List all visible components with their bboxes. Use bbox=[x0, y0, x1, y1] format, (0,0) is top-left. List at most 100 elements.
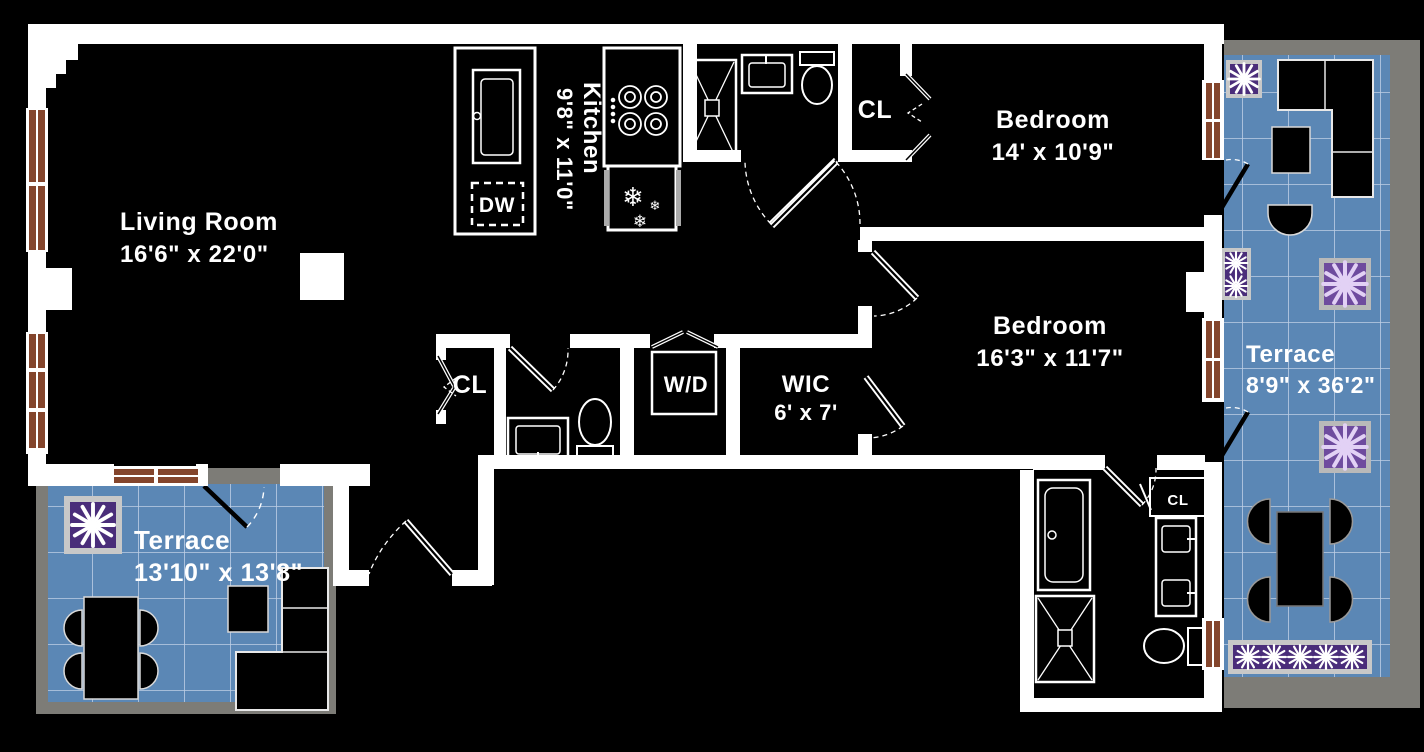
kitchen-label-group: Kitchen 9'8" x 11'0" bbox=[552, 82, 605, 211]
closet-bifold-door bbox=[904, 72, 932, 162]
round-chair bbox=[1267, 204, 1313, 236]
wall bbox=[1204, 215, 1222, 320]
bathroom-sink bbox=[740, 53, 794, 95]
wall bbox=[436, 348, 446, 360]
wall bbox=[1020, 698, 1210, 712]
terrace-right-label: Terrace bbox=[1246, 341, 1335, 368]
living-room-label: Living Room bbox=[120, 208, 278, 236]
wall-corner-steps bbox=[46, 44, 78, 88]
wall bbox=[726, 348, 740, 455]
chair bbox=[139, 609, 159, 647]
wic-dims: 6' x 7' bbox=[774, 400, 838, 425]
wall bbox=[493, 455, 1033, 469]
wic-label: WIC bbox=[782, 371, 830, 398]
planter-box bbox=[1319, 421, 1371, 473]
entry-door bbox=[368, 519, 455, 576]
door-swing-arc bbox=[1225, 406, 1249, 413]
dining-table bbox=[1276, 511, 1324, 607]
dining-table bbox=[83, 596, 139, 700]
wall bbox=[858, 434, 872, 455]
bathroom-bottom-door bbox=[1102, 465, 1157, 508]
door-swing-arc bbox=[246, 486, 265, 528]
shower bbox=[686, 58, 738, 158]
living-room-dims: 16'6" x 22'0" bbox=[120, 241, 269, 268]
faucet-icon bbox=[472, 111, 482, 121]
wall bbox=[478, 455, 494, 585]
wall bbox=[333, 486, 349, 586]
terrace-door-leaf bbox=[1216, 410, 1250, 464]
terrace-right-dining-set bbox=[1246, 498, 1354, 623]
wall bbox=[28, 250, 46, 334]
terrace-left-sofa bbox=[235, 567, 329, 711]
chair bbox=[63, 609, 83, 647]
washer-dryer-box bbox=[650, 350, 718, 416]
bathroom-sink bbox=[506, 416, 570, 464]
shower bbox=[1034, 594, 1096, 684]
bedroom-mid-label: Bedroom bbox=[993, 312, 1107, 340]
snowflake-icon: ❄ bbox=[633, 212, 647, 232]
coffee-table bbox=[1271, 126, 1311, 174]
doors bbox=[368, 72, 1157, 576]
wall bbox=[1157, 455, 1205, 470]
kitchen-fixtures bbox=[453, 46, 682, 236]
laundry-bifold-door bbox=[651, 330, 719, 349]
side-table bbox=[227, 585, 269, 633]
washer-dryer-label: W/D bbox=[664, 372, 709, 397]
planter-box bbox=[1319, 258, 1371, 310]
bedroom-top-label: Bedroom bbox=[996, 106, 1110, 134]
dishwasher-label: DW bbox=[479, 194, 515, 217]
planter-box bbox=[64, 496, 122, 554]
terrace-left-dims: 13'10" x 13'8" bbox=[134, 559, 303, 587]
wall bbox=[40, 464, 114, 486]
wall bbox=[900, 44, 912, 76]
snowflake-icon: ❄ bbox=[622, 183, 644, 213]
bedroom-top-door bbox=[769, 159, 861, 229]
chair bbox=[1246, 576, 1271, 623]
toilet bbox=[799, 51, 835, 105]
wall bbox=[1204, 668, 1222, 712]
dishwasher-outline bbox=[470, 181, 525, 227]
wall bbox=[714, 334, 872, 348]
terrace-right-sofa bbox=[1277, 59, 1374, 198]
planter-box bbox=[1221, 248, 1251, 300]
wall bbox=[858, 306, 872, 348]
linen-closet bbox=[1139, 477, 1207, 517]
bathroom-middle bbox=[506, 398, 614, 464]
chair bbox=[63, 652, 83, 690]
wall bbox=[570, 334, 650, 348]
wall bbox=[280, 464, 370, 486]
wall bbox=[838, 44, 852, 162]
chair bbox=[1329, 576, 1354, 623]
closet-label: CL bbox=[1167, 492, 1188, 509]
wall bbox=[333, 570, 369, 586]
windows bbox=[26, 80, 1224, 670]
closet-bifold-door bbox=[436, 355, 457, 416]
closet-label: CL bbox=[858, 96, 893, 124]
wall bbox=[1033, 455, 1105, 470]
chair bbox=[139, 652, 159, 690]
toilet bbox=[576, 398, 614, 461]
bedroom-top-dims: 14' x 10'9" bbox=[992, 139, 1115, 166]
terrace-left bbox=[36, 468, 336, 714]
planter-row bbox=[1228, 640, 1372, 674]
wall bbox=[838, 150, 912, 162]
bathroom-middle-door bbox=[507, 345, 569, 393]
door-swing-arc bbox=[1225, 158, 1249, 165]
wall bbox=[436, 334, 510, 348]
wall-pier bbox=[1186, 272, 1204, 312]
bedroom-mid-dims: 16'3" x 11'7" bbox=[976, 345, 1123, 372]
wall bbox=[28, 44, 46, 110]
wall bbox=[494, 348, 506, 455]
wall bbox=[858, 240, 872, 252]
walls bbox=[28, 24, 1224, 712]
terrace-door-leaf bbox=[1216, 162, 1250, 216]
terrace-left-label: Terrace bbox=[134, 525, 230, 555]
terrace-right bbox=[1216, 40, 1420, 708]
refrigerator bbox=[604, 164, 681, 232]
terrace-door-leaf bbox=[202, 484, 249, 529]
kitchen-label: Kitchen bbox=[578, 82, 605, 174]
terrace-left-dining-set bbox=[63, 596, 159, 700]
bedroom-mid-door bbox=[870, 249, 920, 317]
wall bbox=[28, 24, 1224, 44]
